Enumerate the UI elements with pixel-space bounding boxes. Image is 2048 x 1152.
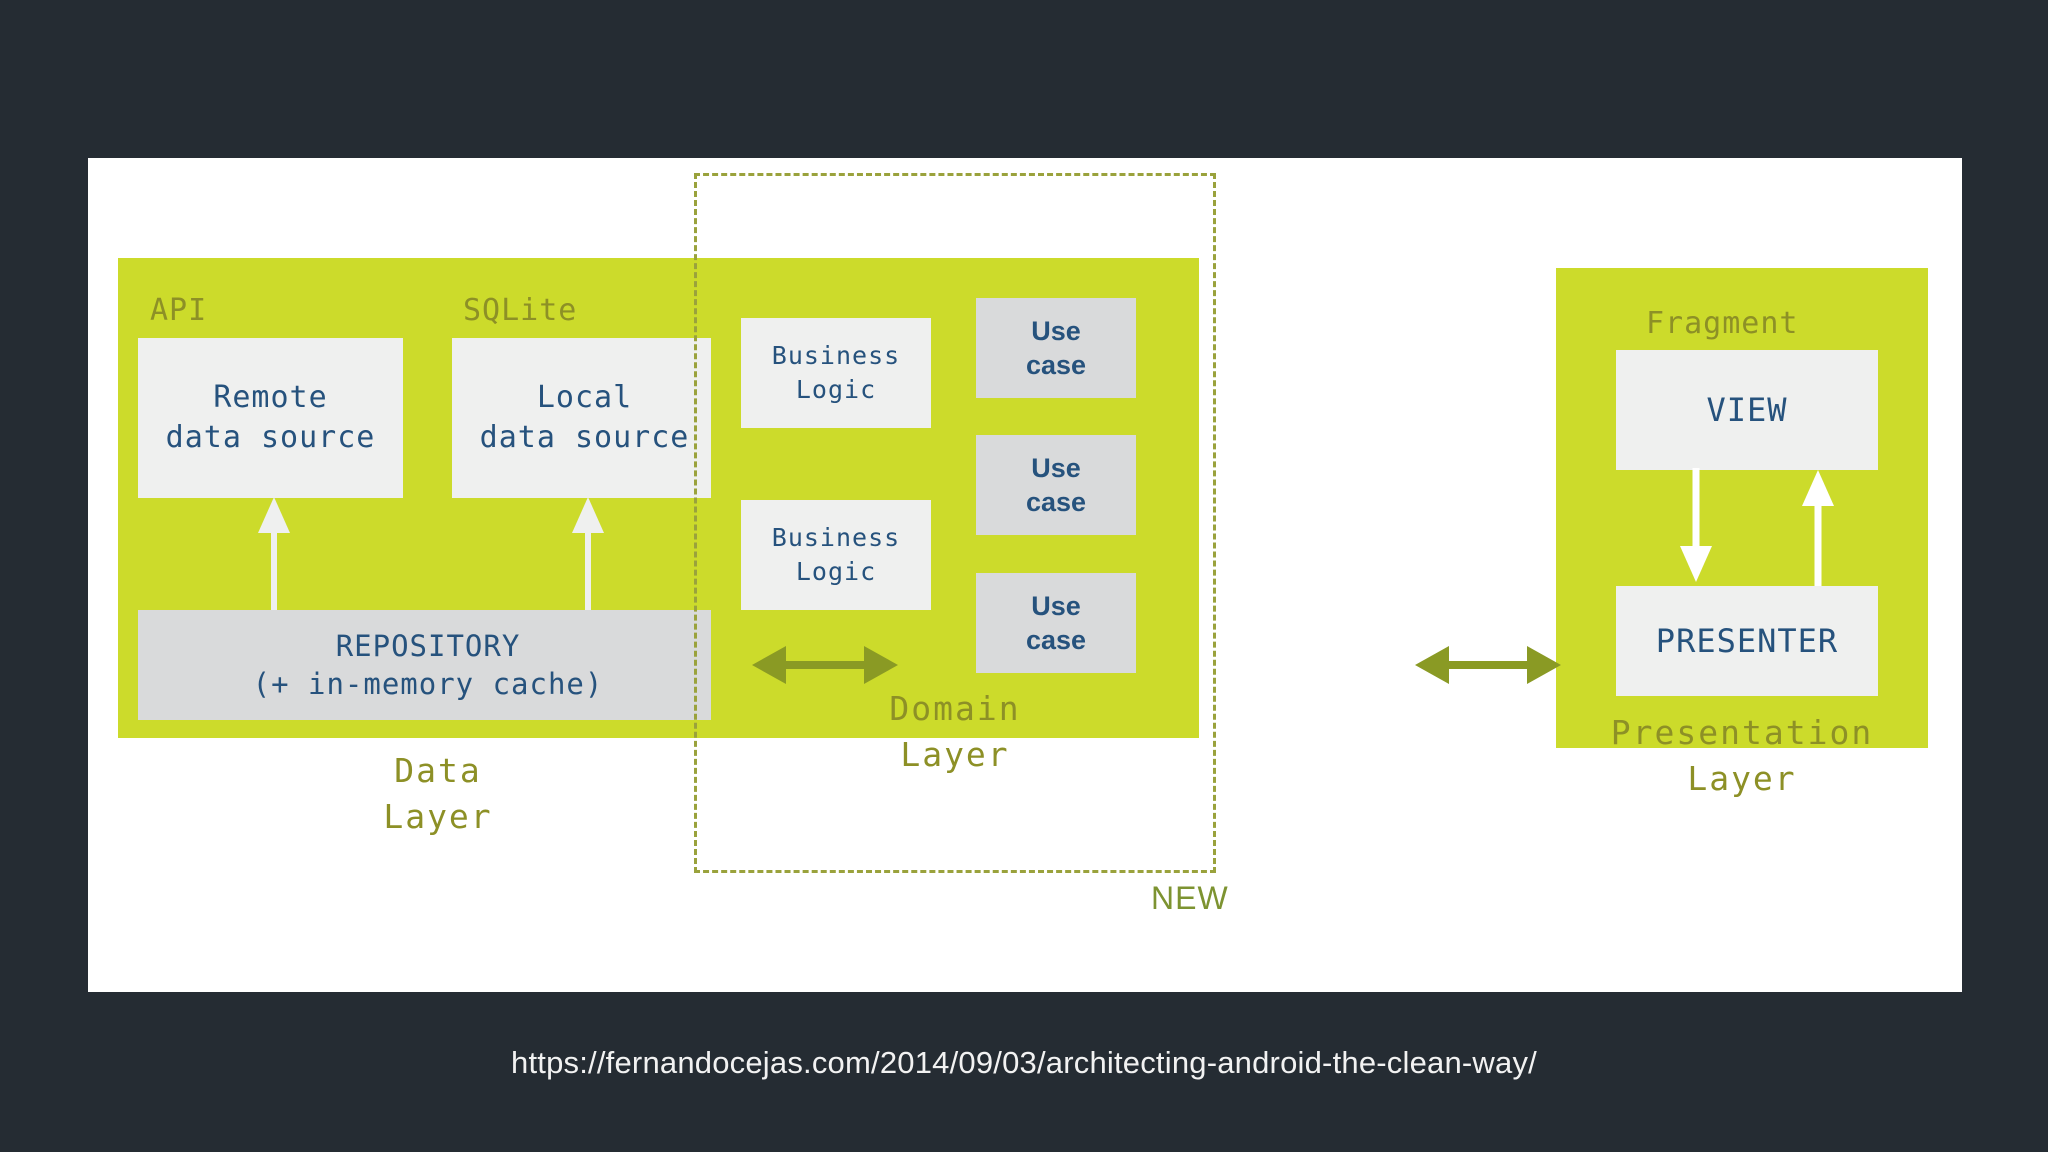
presenter-to-view-arrow	[1802, 470, 1834, 586]
sqlite-tag: SQLite	[463, 293, 578, 328]
api-tag: API	[150, 293, 208, 328]
business-logic-box-1[interactable]: Business Logic	[741, 318, 931, 428]
data-layer-caption: Data Layer	[383, 751, 493, 836]
remote-data-source-box[interactable]: Remote data source	[138, 338, 403, 498]
business-logic-box-2[interactable]: Business Logic	[741, 500, 931, 610]
domain-presentation-double-arrow	[1415, 646, 1561, 684]
data-domain-double-arrow	[752, 646, 898, 684]
domain-new-dashed-frame	[694, 173, 1216, 873]
diagram-canvas: API SQLite Remote data source Local data…	[88, 158, 1962, 992]
source-url-caption: https://fernandocejas.com/2014/09/03/arc…	[511, 1045, 1537, 1080]
repository-to-remote-arrow	[258, 497, 290, 611]
view-box[interactable]: VIEW	[1616, 350, 1878, 470]
new-badge: NEW	[1151, 880, 1229, 916]
presenter-box[interactable]: PRESENTER	[1616, 586, 1878, 696]
view-to-presenter-arrow	[1680, 468, 1712, 582]
repository-to-local-arrow	[572, 497, 604, 611]
local-data-source-box[interactable]: Local data source	[452, 338, 717, 498]
use-case-box-2[interactable]: Use case	[976, 435, 1136, 535]
fragment-tag: Fragment	[1646, 306, 1799, 341]
repository-box[interactable]: REPOSITORY (+ in-memory cache)	[138, 610, 718, 720]
use-case-box-3[interactable]: Use case	[976, 573, 1136, 673]
use-case-box-1[interactable]: Use case	[976, 298, 1136, 398]
